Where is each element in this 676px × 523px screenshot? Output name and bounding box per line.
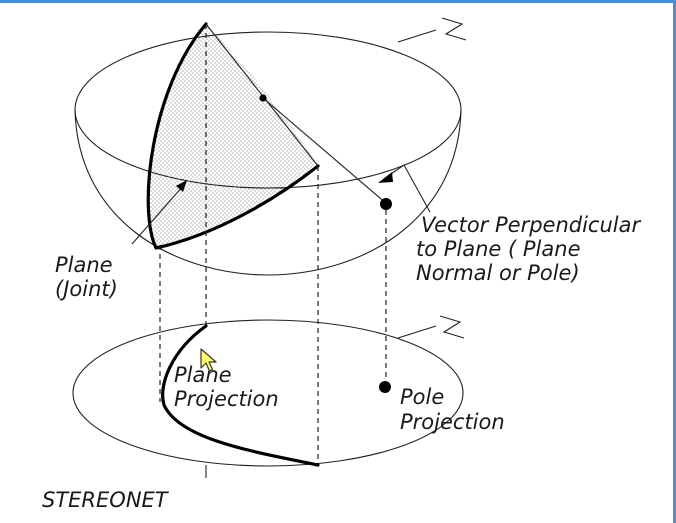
plane-label-line1: Plane	[55, 253, 113, 277]
plane-label-arrowhead	[176, 180, 187, 192]
stereonet-ellipse	[72, 319, 464, 467]
vector-label-line3: Normal or Pole)	[416, 261, 580, 285]
stereonet-label: STEREONET	[42, 488, 170, 512]
vector-label-line2: to Plane ( Plane	[416, 237, 581, 261]
vector-label-line1: Vector Perpendicular	[421, 213, 641, 237]
pole-vector-origin	[259, 94, 267, 102]
vector-label-arrowhead	[378, 172, 393, 183]
plane-projection-curve	[161, 324, 320, 467]
plane-label-leader	[131, 185, 184, 245]
window-right-border	[673, 0, 676, 523]
north-arrow-icon	[397, 17, 467, 43]
mouse-pointer-icon	[200, 348, 217, 372]
hemisphere-bowl	[74, 109, 462, 276]
plane-label-line2: (Joint)	[55, 277, 118, 301]
pole-projection-label-line1: Pole	[400, 385, 444, 409]
joint-plane	[148, 24, 318, 248]
vector-label-leader	[387, 164, 431, 213]
pole-projection-label-line2: Projection	[400, 410, 505, 434]
pole-point	[380, 198, 392, 210]
plane-projection-label-line2: Projection	[174, 387, 279, 411]
joint-plane-curve	[146, 22, 320, 250]
pole-projection-point	[379, 381, 391, 393]
pole-vector-line	[262, 97, 388, 205]
window-top-border	[0, 0, 676, 3]
north-arrow-icon	[397, 315, 465, 339]
